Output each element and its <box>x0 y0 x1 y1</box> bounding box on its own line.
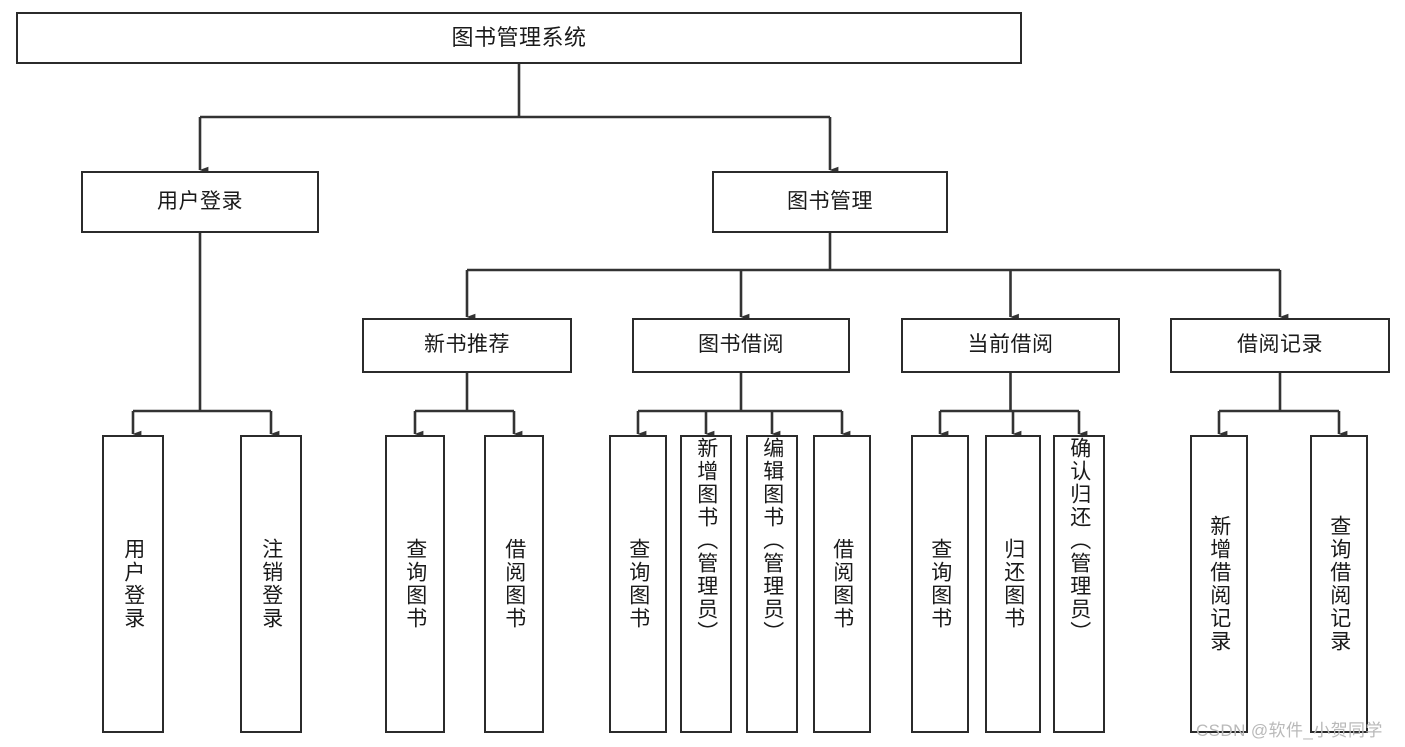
node-l2_0[interactable]: 用户登录 <box>81 171 319 233</box>
node-l3_2[interactable]: 当前借阅 <box>901 318 1120 373</box>
node-label: 图书管理系统 <box>451 25 587 51</box>
node-label: 查询图书 <box>403 538 427 630</box>
node-leaf_12[interactable]: 查询借阅记录 <box>1310 435 1368 733</box>
node-leaf_4[interactable]: 查询图书 <box>609 435 667 733</box>
node-label: 借阅图书 <box>830 538 854 630</box>
node-leaf_8[interactable]: 查询图书 <box>911 435 969 733</box>
node-leaf_3[interactable]: 借阅图书 <box>484 435 544 733</box>
node-label: 当前借阅 <box>967 333 1054 357</box>
node-label: 借阅记录 <box>1237 333 1323 357</box>
node-label: 确认归还（管理员） <box>1067 437 1091 644</box>
node-leaf_0[interactable]: 用户登录 <box>102 435 164 733</box>
node-leaf_7[interactable]: 借阅图书 <box>813 435 871 733</box>
node-leaf_2[interactable]: 查询图书 <box>385 435 445 733</box>
node-label: 新增借阅记录 <box>1207 515 1231 653</box>
node-label: 注销登录 <box>259 538 283 630</box>
node-l2_1[interactable]: 图书管理 <box>712 171 948 233</box>
node-leaf_6[interactable]: 编辑图书（管理员） <box>746 435 798 733</box>
node-label: 查询图书 <box>928 538 952 630</box>
node-label: 用户登录 <box>121 538 145 630</box>
node-l3_1[interactable]: 图书借阅 <box>632 318 850 373</box>
node-label: 图书借阅 <box>698 333 784 357</box>
node-leaf_11[interactable]: 新增借阅记录 <box>1190 435 1248 733</box>
node-label: 查询借阅记录 <box>1327 515 1351 653</box>
node-label: 归还图书 <box>1001 538 1025 630</box>
node-label: 新增图书（管理员） <box>694 437 718 644</box>
node-l3_0[interactable]: 新书推荐 <box>362 318 572 373</box>
node-label: 查询图书 <box>626 538 650 630</box>
node-leaf_1[interactable]: 注销登录 <box>240 435 302 733</box>
node-root[interactable]: 图书管理系统 <box>16 12 1022 64</box>
node-label: 新书推荐 <box>424 333 510 357</box>
node-label: 用户登录 <box>157 189 243 213</box>
watermark-label: CSDN @软件_小贺同学 <box>1196 721 1383 740</box>
node-leaf_10[interactable]: 确认归还（管理员） <box>1053 435 1105 733</box>
node-label: 图书管理 <box>787 189 873 213</box>
node-leaf_9[interactable]: 归还图书 <box>985 435 1041 733</box>
node-label: 借阅图书 <box>502 538 526 630</box>
node-l3_3[interactable]: 借阅记录 <box>1170 318 1390 373</box>
node-label: 编辑图书（管理员） <box>760 437 784 644</box>
node-leaf_5[interactable]: 新增图书（管理员） <box>680 435 732 733</box>
